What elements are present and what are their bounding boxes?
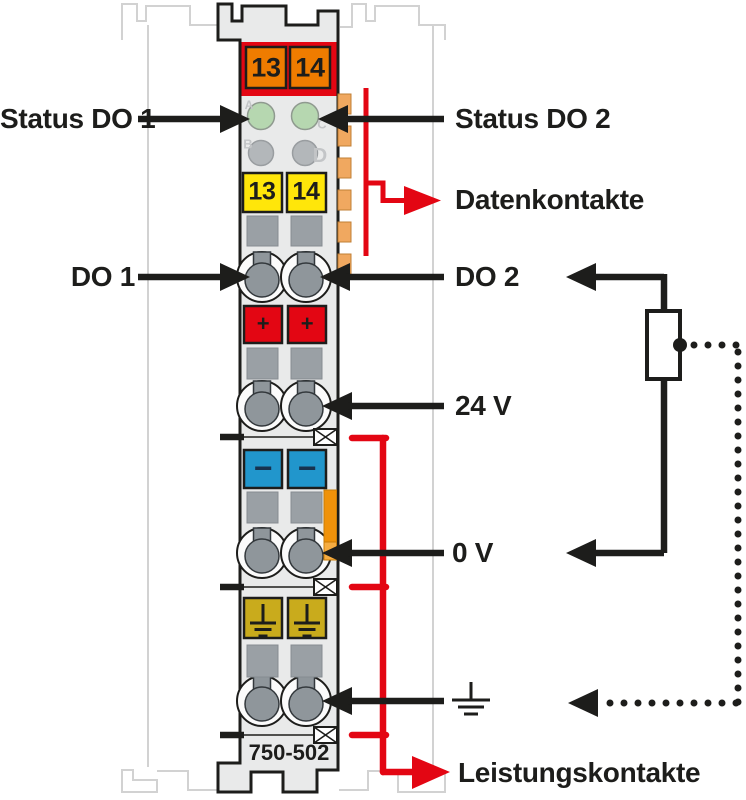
load-circuit [566, 263, 742, 717]
arrow-do1 [138, 263, 250, 291]
led-do2 [290, 101, 320, 131]
earth-symbol [452, 682, 490, 716]
label-0v: 0 V [452, 537, 494, 568]
output-terminal-14: 14 [292, 177, 320, 206]
label-status-do2: Status DO 2 [455, 103, 611, 134]
clamp-row-do [236, 251, 332, 303]
section-divider-3 [220, 726, 338, 744]
clamp-rows [236, 251, 332, 727]
arrow-status-do2 [318, 105, 444, 133]
datenkontakte-pointer [363, 88, 441, 256]
wire-entry-24v [246, 347, 323, 380]
minus-mark: − [253, 450, 273, 486]
arrow-0v [322, 539, 444, 567]
wire-entry-do [246, 215, 323, 247]
led-b [247, 139, 275, 167]
arrow-ground [322, 687, 444, 715]
earth-icon [294, 604, 320, 638]
dotted-ground-path [606, 341, 742, 707]
power-feed-band [241, 42, 337, 96]
module-code: 750-502 [248, 740, 330, 765]
arrow-24v [322, 392, 444, 420]
earth-icon [250, 604, 276, 638]
plus-terminal-squares [242, 304, 328, 345]
led-d [291, 139, 319, 167]
ground-terminal-squares [242, 596, 328, 640]
output-terminal-squares [241, 171, 328, 214]
led-letter-b: B [243, 137, 252, 152]
label-do2: DO 2 [455, 261, 520, 292]
leistungskontakte-line [348, 434, 450, 789]
minus-terminal-squares [242, 448, 328, 490]
feed-terminal-14: 14 [295, 52, 325, 83]
clamp-row-0v [236, 527, 332, 579]
junction-dot [673, 338, 687, 352]
section-divider-1 [220, 428, 338, 446]
clamp-row-ground [236, 675, 332, 727]
label-status-do1: Status DO 1 [0, 103, 156, 134]
wire-entry-0v [246, 491, 323, 524]
plus-mark: + [300, 311, 314, 336]
label-leistungskontakte: Leistungskontakte [458, 757, 701, 788]
label-arrows [138, 105, 444, 715]
label-datenkontakte: Datenkontakte [455, 184, 645, 215]
led-do1 [246, 101, 276, 131]
plus-mark: + [256, 311, 270, 336]
led-letter-a: A [245, 98, 254, 112]
led-letter-d: D [313, 145, 327, 167]
output-terminal-13: 13 [248, 177, 276, 206]
led-letter-c: C [317, 117, 327, 132]
arrow-do2 [320, 263, 444, 291]
label-24v: 24 V [455, 390, 512, 421]
section-divider-2 [220, 578, 338, 596]
clamp-row-24v [236, 380, 332, 432]
status-leds: A B C D [243, 98, 327, 167]
wire-entry-ground [246, 644, 323, 678]
feed-terminal-13: 13 [251, 52, 281, 83]
label-do1: DO 1 [70, 261, 135, 292]
arrow-status-do1 [138, 105, 250, 133]
neighbor-module-outlines [121, 3, 446, 793]
minus-mark: − [297, 450, 317, 486]
